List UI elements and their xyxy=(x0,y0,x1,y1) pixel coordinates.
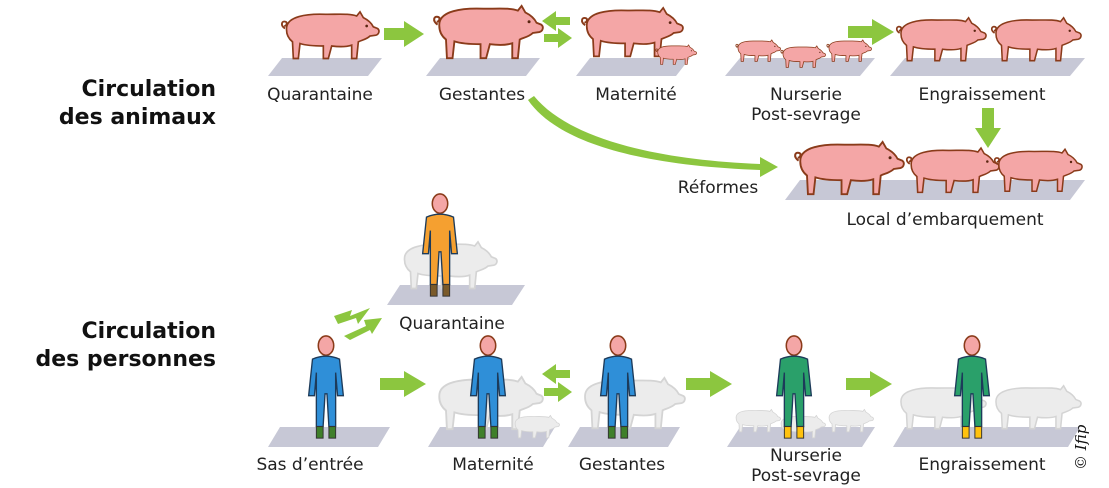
pig-engraissement-1 xyxy=(897,18,986,61)
label-p-engraissement: Engraissement xyxy=(918,455,1045,475)
label-nurserie-1: Nurserie xyxy=(770,85,842,105)
label-maternite: Maternité xyxy=(595,85,677,105)
pig-engraissement-2 xyxy=(992,18,1081,61)
heading-animals: Circulation des animaux xyxy=(40,76,216,132)
arrow-nurserie-engraissement-p xyxy=(846,371,892,397)
platform-gestantes xyxy=(426,58,540,76)
heading-people-line2: des personnes xyxy=(6,346,216,374)
arrow-sas-quarantaine xyxy=(344,318,382,340)
pig-maternite-piglet xyxy=(656,45,697,65)
arrow-quarantaine-gestantes xyxy=(384,21,424,47)
credit: © Ifip xyxy=(1072,425,1090,470)
label-p-quarantaine: Quarantaine xyxy=(399,314,505,334)
arrow-maternite-gestantes xyxy=(542,11,570,31)
arrow-reformes xyxy=(528,96,778,177)
heading-people-line1: Circulation xyxy=(6,318,216,346)
arrow-gestantes-maternite xyxy=(544,28,572,48)
platform-embarquement xyxy=(785,180,1085,200)
label-p-nurserie-1: Nurserie xyxy=(770,446,842,466)
label-p-maternite: Maternité xyxy=(452,455,534,475)
label-reformes: Réformes xyxy=(678,178,759,198)
animal-flow: Quarantaine Gestantes Maternité Nurserie… xyxy=(267,6,1085,230)
label-nurserie-2: Post-sevrage xyxy=(751,105,861,125)
pig-gestantes xyxy=(434,6,543,58)
person-sas xyxy=(309,336,344,438)
platform-quarantaine xyxy=(268,58,382,76)
people-flow: Quarantaine Sas d’entrée Maternité Gesta… xyxy=(256,194,1081,486)
label-embarquement: Local d’embarquement xyxy=(846,210,1043,230)
heading-people: Circulation des personnes xyxy=(6,318,216,374)
arrow-gestantes-maternite-p xyxy=(542,364,570,384)
label-gestantes: Gestantes xyxy=(439,85,525,105)
label-p-gestantes: Gestantes xyxy=(579,455,665,475)
arrow-engraissement-embarquement xyxy=(975,108,1001,148)
arrow-maternite-gestantes-p xyxy=(544,382,572,402)
label-p-sas: Sas d’entrée xyxy=(256,455,363,475)
person-quarantaine xyxy=(423,194,458,296)
platform-p-engraissement xyxy=(893,427,1080,447)
heading-animals-line1: Circulation xyxy=(40,76,216,104)
arrow-gestantes-nurserie xyxy=(686,371,732,397)
label-p-nurserie-2: Post-sevrage xyxy=(751,466,861,486)
arrow-sas-maternite xyxy=(380,371,426,397)
platform-p-quarantaine xyxy=(387,285,525,305)
ghost-pig-engraissement-2 xyxy=(996,386,1081,429)
pig-quarantaine xyxy=(282,12,379,59)
heading-animals-line2: des animaux xyxy=(40,104,216,132)
label-engraissement: Engraissement xyxy=(918,85,1045,105)
person-engraissement xyxy=(955,336,990,438)
label-quarantaine: Quarantaine xyxy=(267,85,373,105)
